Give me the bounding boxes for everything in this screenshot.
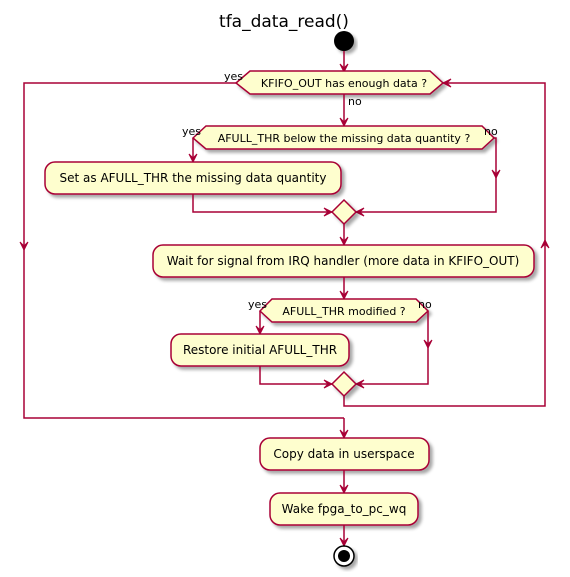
wake-text: Wake fpga_to_pc_wq <box>282 502 407 516</box>
diagram-title: tfa_data_read() <box>219 12 349 32</box>
merge-diamond-2 <box>330 370 358 398</box>
merge-diamond-1 <box>330 198 358 226</box>
afull-no-label: no <box>484 125 498 138</box>
arrowhead-loop-back-up <box>540 238 550 249</box>
edge-set-afull-merge <box>192 194 332 213</box>
edge-modified-no <box>356 311 429 385</box>
arrowhead-end <box>339 537 349 548</box>
loop-yes-label: yes <box>224 70 243 83</box>
modified-no-label: no <box>418 298 432 311</box>
arrowhead-loop-back-left <box>441 78 452 88</box>
arrowhead-wake <box>339 484 349 495</box>
set-afull-text: Set as AFULL_THR the missing data quanti… <box>60 171 327 185</box>
arrowhead-merge2-left <box>323 379 334 389</box>
arrowhead-loop-yes-down <box>19 241 29 252</box>
edge-loop-back <box>343 82 546 407</box>
restore-text: Restore initial AFULL_THR <box>183 343 337 357</box>
afull-condition-text: AFULL_THR below the missing data quantit… <box>218 132 471 145</box>
arrowhead-merge1-left <box>323 207 334 217</box>
modified-yes-label: yes <box>248 298 267 311</box>
arrowhead-copy <box>339 429 349 440</box>
loop-condition-text: KFIFO_OUT has enough data ? <box>261 77 427 90</box>
arrowhead-set-afull <box>188 153 198 164</box>
arrowhead-merge2-right <box>354 379 365 389</box>
modified-condition-text: AFULL_THR modified ? <box>282 305 405 318</box>
wait-text: Wait for signal from IRQ handler (more d… <box>167 254 520 268</box>
arrowhead-cond-afull <box>339 117 349 128</box>
arrowhead-wait <box>339 236 349 247</box>
start-node <box>334 31 354 51</box>
afull-yes-label: yes <box>182 125 201 138</box>
edge-restore-merge <box>259 366 332 385</box>
arrowhead-loop <box>339 63 349 74</box>
arrowhead-modified-no-down <box>423 339 433 350</box>
arrowhead-restore <box>255 325 265 336</box>
end-node <box>333 545 355 567</box>
arrowhead-modified <box>339 290 349 301</box>
copy-text: Copy data in userspace <box>273 447 414 461</box>
arrowhead-afull-no-down <box>491 169 501 180</box>
loop-no-label: no <box>348 95 362 108</box>
arrowhead-merge1-right <box>354 207 365 217</box>
